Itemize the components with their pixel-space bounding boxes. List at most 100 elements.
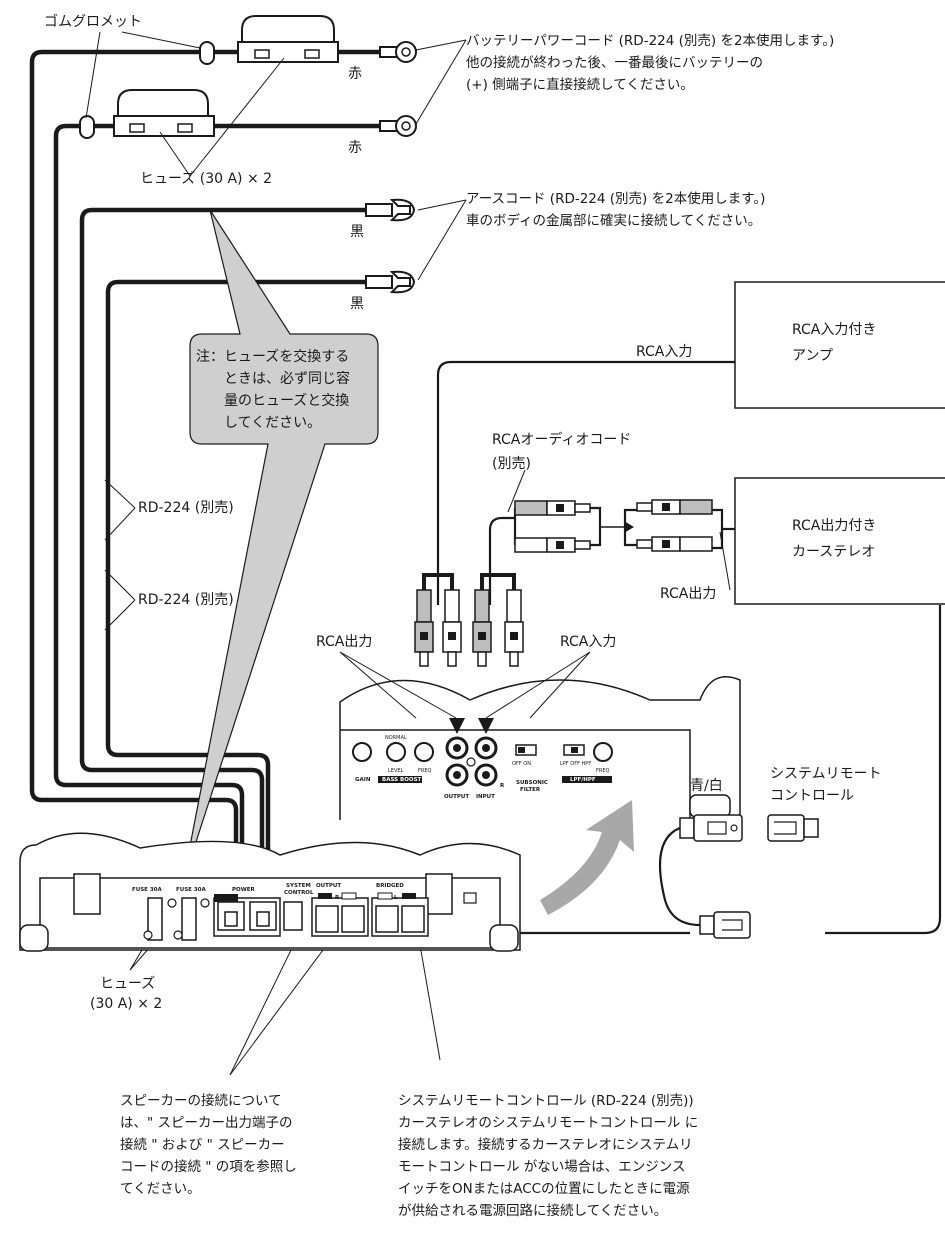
amplifier-body: FUSE 30A FUSE 30A POWER SYSTEM CONTROL O… <box>19 832 521 952</box>
ring-terminal-2 <box>379 115 417 137</box>
fuse-top-label: ヒューズ (30 A) × 2 <box>140 171 272 187</box>
panel-normal-label: NORMAL <box>385 735 407 741</box>
panel-subsonic-label: SUBSONIC <box>516 780 548 786</box>
panel-off-on-label: OFF ON <box>512 761 531 767</box>
rca-plug-4 <box>504 589 524 667</box>
rca-plug-pair-left <box>514 500 591 553</box>
fuse-holder-left <box>113 89 215 137</box>
gain-knob <box>352 742 372 762</box>
speaker-terminal-r-minus <box>341 905 365 933</box>
speaker-terminal-l-plus <box>401 905 425 933</box>
rd224-label-b: RD-224 (別売) <box>138 592 234 608</box>
spade-terminal-1 <box>365 198 416 222</box>
fuse-replace-note: 注：ヒューズを交換する ときは、必ず同じ容 量のヒューズと交換 してください。 <box>196 349 350 431</box>
rca-output-right-label: RCA出力 <box>660 586 716 602</box>
earth-cable-outer <box>79 207 368 908</box>
amp-output-label: OUTPUT <box>316 883 341 889</box>
fuse-bottom-line2: (30 A) × 2 <box>90 996 162 1012</box>
panel-r-label: R <box>500 783 505 789</box>
system-control-terminal <box>283 901 303 931</box>
spade-terminal-2 <box>365 270 416 294</box>
rca-plug-1 <box>414 589 434 667</box>
rca-cord-line1: RCAオーディオコード <box>492 431 631 448</box>
amp-fuse-1 <box>147 897 163 941</box>
fuse-bottom-line1: ヒューズ <box>100 976 155 992</box>
panel-freq2-label: FREQ <box>596 768 610 774</box>
black-label-1: 黒 <box>350 224 364 240</box>
amp-fuse-2 <box>181 897 197 941</box>
rca-input-mid-label: RCA入力 <box>560 634 616 650</box>
amp-box-line2: アンプ <box>792 348 833 364</box>
lpf-freq-knob <box>593 742 613 762</box>
panel-lpf-hpf-label: LPF/HPF <box>570 777 596 783</box>
battery-cord-note: バッテリーパワーコード (RD-224 (別売) を2本使用します。) 他の接続… <box>466 33 835 93</box>
bass-freq-knob <box>414 742 434 762</box>
rca-plug-3 <box>472 589 492 667</box>
earth-cord-note: アースコード (RD-224 (別売) を2本使用します。) 車のボディの金属部… <box>466 191 766 229</box>
rca-input-wire <box>436 360 735 605</box>
stereo-box <box>734 477 945 605</box>
fuse-holder-top <box>237 15 339 63</box>
rca-plug-pair-right <box>636 499 713 552</box>
zoom-arrow <box>540 800 634 915</box>
system-remote-note: システムリモートコントロール (RD-224 (別売)) カーステレオのシステム… <box>398 1093 699 1219</box>
blue-white-label: 青/白 <box>690 778 723 794</box>
speaker-connection-note: スピーカーの接続について は、" スピーカー出力端子の 接続 " および " ス… <box>120 1093 297 1197</box>
speaker-terminal-l-minus <box>375 905 399 933</box>
panel-output-label: OUTPUT <box>444 794 469 800</box>
ring-terminal-1 <box>379 41 417 63</box>
arrow-to-input-jack <box>478 718 494 734</box>
stereo-box-line2: カーステレオ <box>792 544 875 560</box>
rd224-label-a: RD-224 (別売) <box>138 500 234 516</box>
amp-fuse1-label: FUSE 30A <box>132 887 163 893</box>
rca-connect-arrowhead <box>624 521 634 533</box>
rca-output-mid-label: RCA出力 <box>316 634 372 650</box>
speaker-terminal-r-plus <box>315 905 339 933</box>
grommet-left <box>79 115 95 139</box>
rca-cord-line2: (別売) <box>492 456 531 472</box>
amp-power-label: POWER <box>232 887 256 893</box>
amp-box-line1: RCA入力付き <box>792 322 876 338</box>
branch-connector <box>699 911 751 939</box>
rca-plug-2 <box>442 589 462 667</box>
grommet-top <box>199 41 215 65</box>
panel-level-label: LEVEL <box>388 768 404 774</box>
red-label-1: 赤 <box>348 66 362 82</box>
amp-fuse2-label: FUSE 30A <box>176 887 207 893</box>
remote-cable-right <box>825 605 942 935</box>
amp-bridged-label: BRIDGED <box>376 883 404 889</box>
subsonic-switch <box>515 744 537 756</box>
panel-bass-boost-label: BASS BOOST <box>382 777 422 783</box>
plug-lead-wires <box>422 573 516 590</box>
system-remote-line1: システムリモート <box>770 766 882 782</box>
battery-cable-outer <box>29 49 239 908</box>
amp-l-label: L <box>394 895 398 901</box>
amp-box <box>734 281 945 409</box>
blue-white-connector <box>679 814 743 842</box>
amp-r-label: R <box>335 895 340 901</box>
panel-input-label: INPUT <box>476 794 495 800</box>
amp-system-label: SYSTEM <box>286 883 311 889</box>
stereo-box-line1: RCA出力付き <box>792 518 876 534</box>
system-remote-connector <box>767 814 819 842</box>
battery-cables <box>29 49 392 908</box>
battery-cable-inner <box>53 123 245 908</box>
bass-level-knob <box>386 742 406 762</box>
blue-white-branch <box>658 826 720 927</box>
panel-gain-label: GAIN <box>355 777 371 783</box>
red-label-2: 赤 <box>348 140 362 156</box>
panel-lpf-off-hpf-label: LPF OFF HPF <box>560 761 591 767</box>
rca-input-top-label: RCA入力 <box>636 344 692 360</box>
arrow-to-output-jack <box>449 718 465 734</box>
enlarged-input-panel: GAIN BASS BOOST LEVEL FREQ FREQ NORMAL O… <box>339 676 741 820</box>
black-label-2: 黒 <box>350 296 364 312</box>
system-remote-line2: コントロール <box>770 788 854 804</box>
fuse-callout-bubble <box>182 209 379 883</box>
panel-freq-label: FREQ <box>418 768 432 774</box>
earth-cables <box>79 207 368 908</box>
panel-filter-label: FILTER <box>520 787 541 793</box>
grommet-label: ゴムグロメット <box>44 13 142 30</box>
earth-cable-inner <box>105 279 368 908</box>
amp-control-label: CONTROL <box>284 890 314 896</box>
